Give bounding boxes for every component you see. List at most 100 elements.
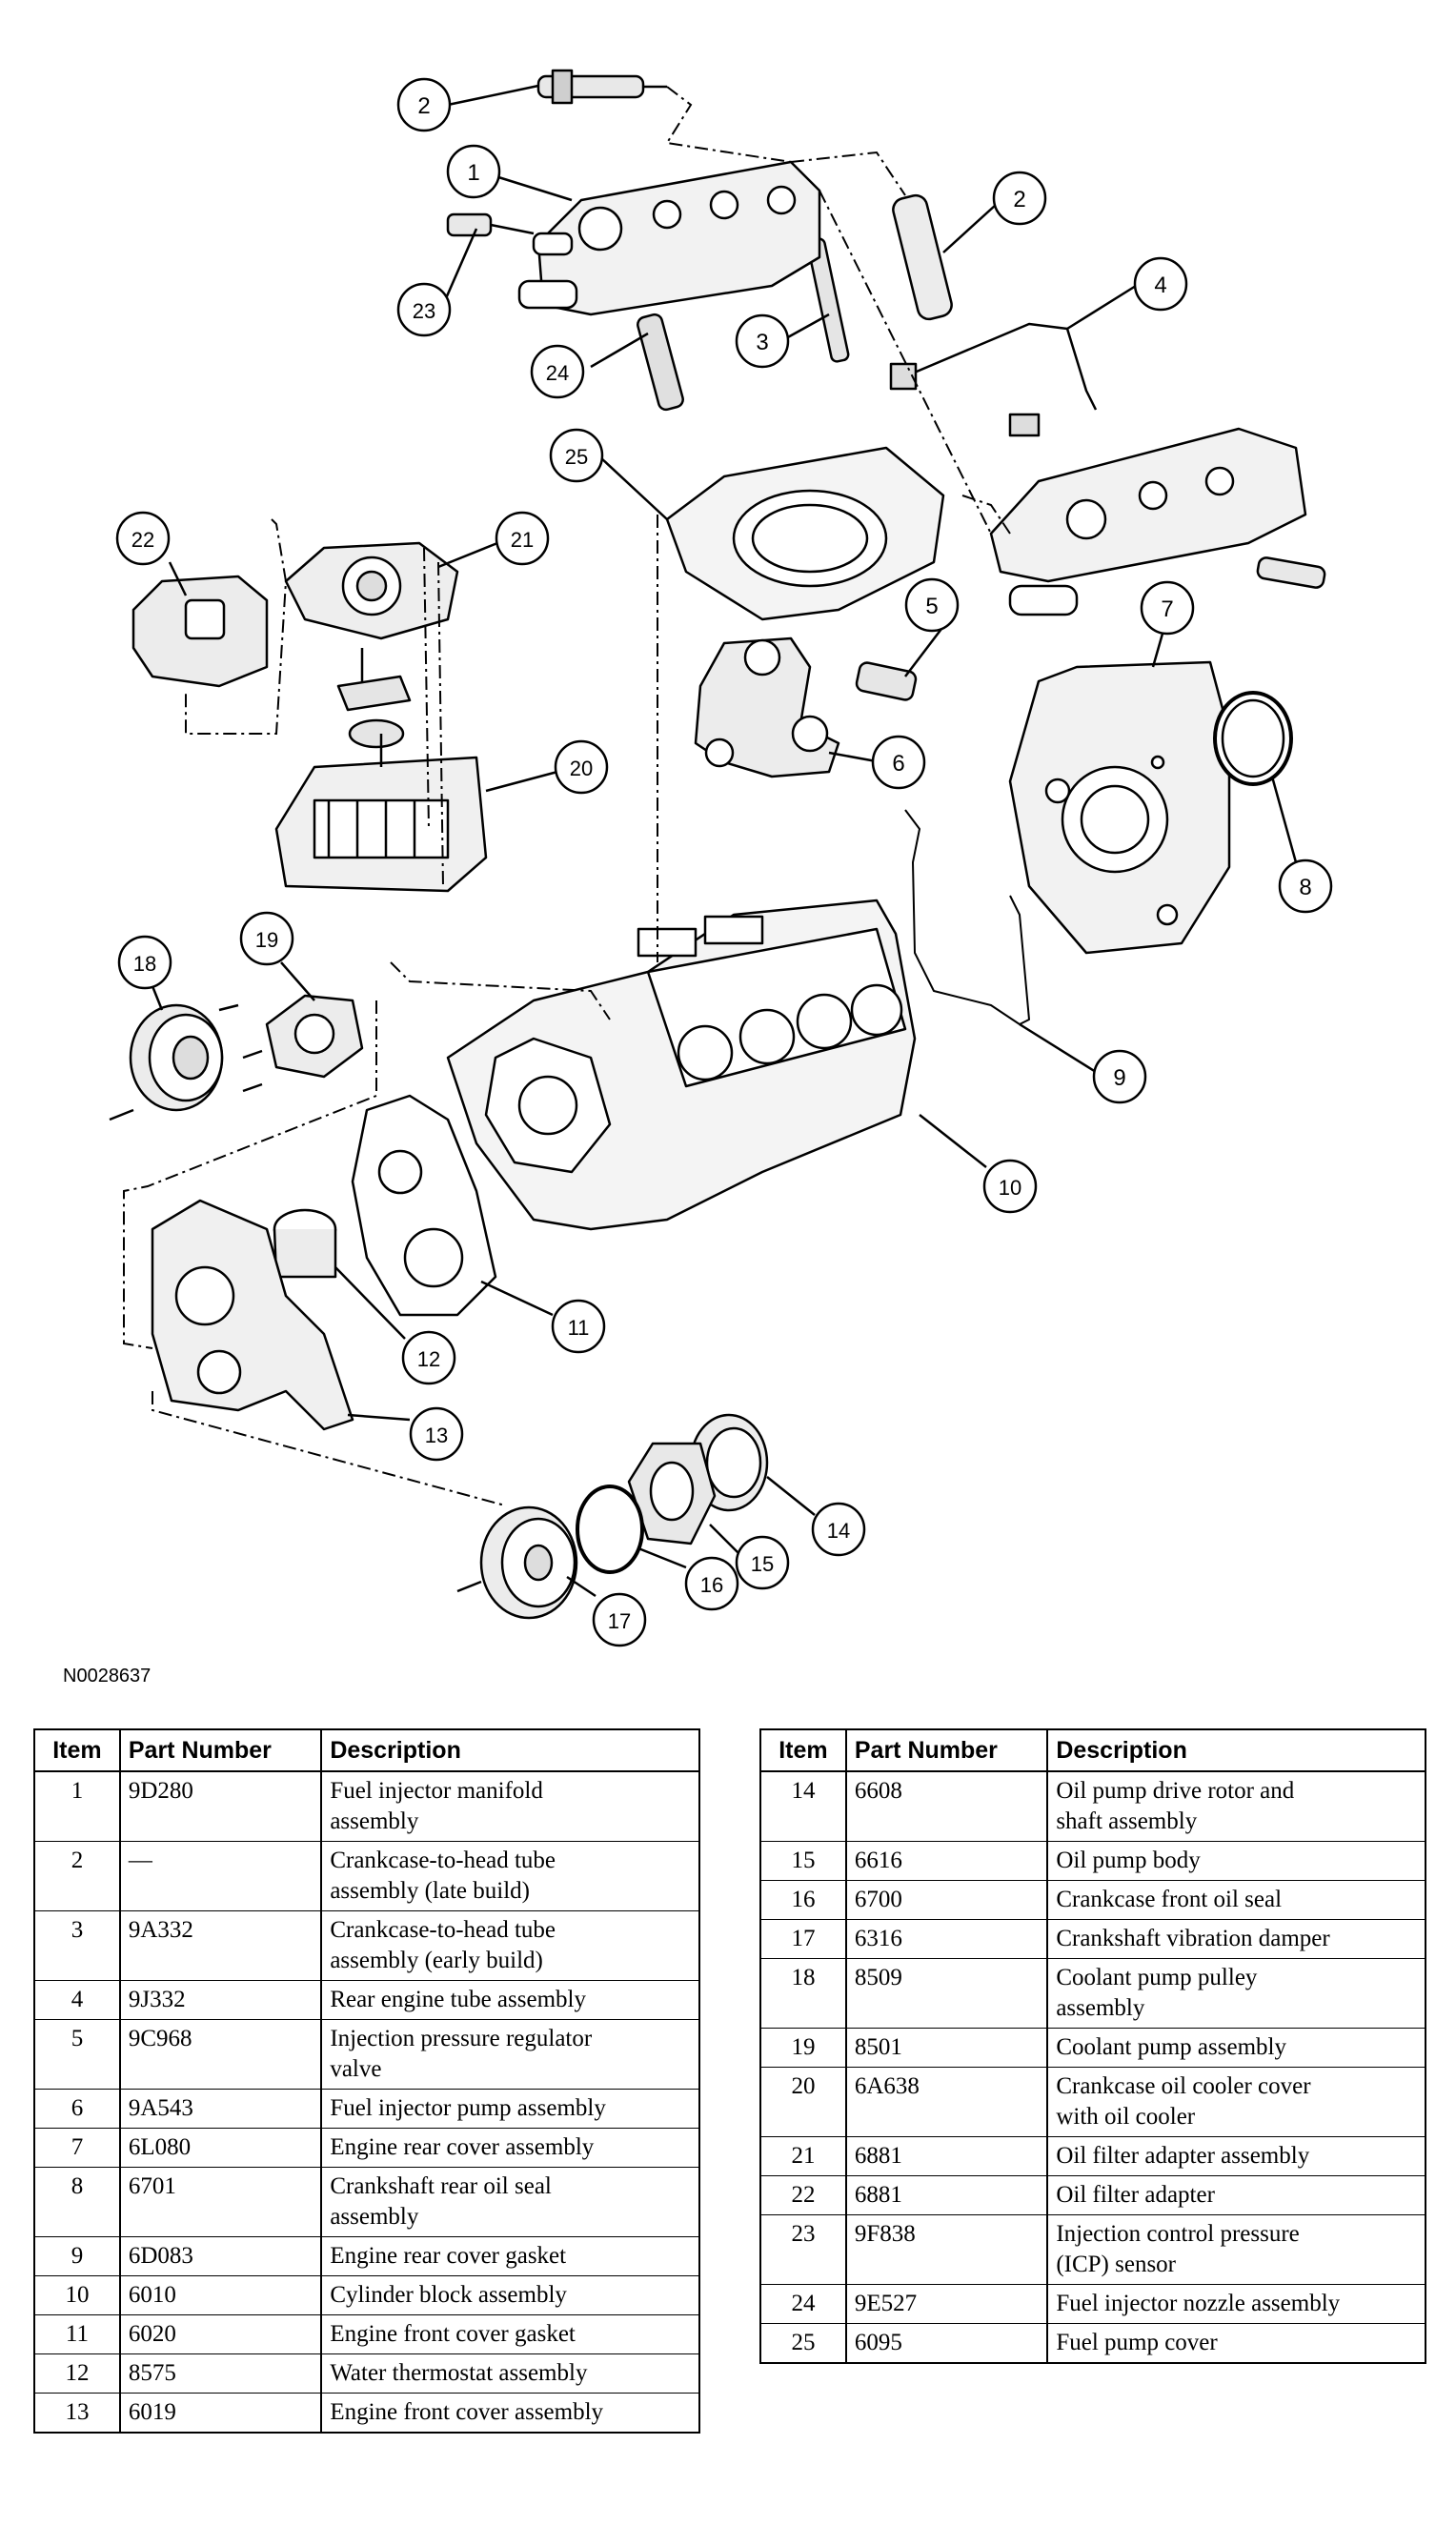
description-line: Engine front cover gasket bbox=[330, 2321, 576, 2347]
description-line: with oil cooler bbox=[1056, 2104, 1196, 2130]
description-line: Fuel pump cover bbox=[1056, 2330, 1218, 2355]
cell-item: 16 bbox=[759, 1880, 847, 1920]
svg-text:11: 11 bbox=[568, 1316, 590, 1340]
cell-description: Water thermostat assembly bbox=[320, 2353, 700, 2394]
description-line: (ICP) sensor bbox=[1056, 2252, 1176, 2277]
svg-text:4: 4 bbox=[1154, 273, 1166, 298]
description-line: assembly bbox=[330, 2204, 419, 2230]
description-line: Injection control pressure bbox=[1056, 2221, 1300, 2247]
coolant-pump-pulley-part bbox=[109, 1003, 263, 1121]
description-line: Coolant pump assembly bbox=[1056, 2034, 1286, 2060]
cell-part-number: 9A543 bbox=[118, 2089, 323, 2129]
description-line: Crankcase front oil seal bbox=[1056, 1887, 1283, 1912]
cell-item: 21 bbox=[759, 2136, 847, 2176]
leader-line bbox=[785, 313, 830, 340]
svg-text:9: 9 bbox=[1113, 1065, 1125, 1091]
svg-text:20: 20 bbox=[570, 757, 593, 780]
svg-text:19: 19 bbox=[255, 928, 278, 952]
cell-item: 15 bbox=[759, 1841, 847, 1881]
fuel-injector-pump-part bbox=[694, 636, 840, 778]
cell-item: 1 bbox=[33, 1770, 121, 1842]
callout-20: 20 bbox=[554, 739, 609, 795]
injection-pressure-regulator-part bbox=[855, 661, 918, 701]
description-line: Oil pump drive rotor and bbox=[1056, 1778, 1295, 1804]
svg-text:2: 2 bbox=[1013, 187, 1025, 212]
cell-item: 3 bbox=[33, 1910, 121, 1981]
leader-line bbox=[590, 332, 649, 369]
crankshaft-rear-oil-seal-part bbox=[1213, 691, 1293, 786]
cell-description: Fuel injector nozzle assembly bbox=[1046, 2284, 1426, 2324]
oil-filter-adapter-assembly-part bbox=[284, 541, 459, 749]
cell-part-number: 8509 bbox=[844, 1958, 1049, 2029]
leader-line bbox=[1151, 633, 1164, 668]
callout-16: 16 bbox=[684, 1556, 739, 1611]
header-description: Description bbox=[1046, 1728, 1426, 1772]
cell-description: Coolant pump assembly bbox=[1046, 2028, 1426, 2068]
description-line: Rear engine tube assembly bbox=[330, 1987, 586, 2012]
callout-10: 10 bbox=[982, 1159, 1038, 1214]
cell-part-number: 6019 bbox=[118, 2393, 323, 2434]
leader-line bbox=[942, 204, 997, 253]
svg-text:12: 12 bbox=[417, 1347, 440, 1371]
description-line: Crankcase-to-head tube bbox=[330, 1848, 556, 1873]
header-item: Item bbox=[759, 1728, 847, 1772]
fuel-injector-nozzle-part bbox=[637, 313, 684, 412]
svg-text:7: 7 bbox=[1161, 596, 1173, 622]
phantom-line bbox=[423, 547, 430, 830]
phantom-line bbox=[123, 1000, 377, 1349]
callout-9: 9 bbox=[1092, 1049, 1147, 1104]
callout-5: 5 bbox=[904, 577, 960, 633]
cell-item: 2 bbox=[33, 1841, 121, 1911]
svg-text:2: 2 bbox=[417, 93, 430, 119]
callout-18: 18 bbox=[117, 935, 172, 990]
svg-text:8: 8 bbox=[1299, 875, 1311, 900]
description-line: Oil filter adapter bbox=[1056, 2182, 1215, 2208]
callout-11: 11 bbox=[551, 1299, 606, 1354]
svg-text:6: 6 bbox=[892, 751, 904, 777]
phantom-line bbox=[819, 190, 992, 535]
cell-description: Engine front cover assembly bbox=[320, 2393, 700, 2434]
svg-text:1: 1 bbox=[467, 160, 479, 186]
svg-text:15: 15 bbox=[751, 1552, 774, 1576]
cell-part-number: 6A638 bbox=[844, 2067, 1049, 2137]
cell-item: 6 bbox=[33, 2089, 121, 2129]
cell-item: 5 bbox=[33, 2019, 121, 2090]
svg-text:10: 10 bbox=[999, 1176, 1021, 1200]
description-line: Crankshaft vibration damper bbox=[1056, 1926, 1330, 1951]
description-line: Engine rear cover gasket bbox=[330, 2243, 567, 2269]
engine-front-cover-gasket-part bbox=[351, 1094, 497, 1317]
phantom-line bbox=[390, 961, 611, 1020]
callout-25: 25 bbox=[549, 428, 604, 483]
cell-part-number: 6095 bbox=[844, 2323, 1049, 2364]
svg-text:23: 23 bbox=[413, 299, 435, 323]
cell-item: 23 bbox=[759, 2214, 847, 2285]
callout-3: 3 bbox=[735, 313, 790, 369]
cell-item: 19 bbox=[759, 2028, 847, 2068]
crankcase-head-tube-part bbox=[536, 69, 667, 105]
callout-21: 21 bbox=[495, 511, 550, 566]
svg-text:14: 14 bbox=[827, 1519, 850, 1543]
cell-item: 24 bbox=[759, 2284, 847, 2324]
description-line: valve bbox=[330, 2056, 382, 2082]
cell-part-number: 6616 bbox=[844, 1841, 1049, 1881]
crankcase-head-tube-part bbox=[892, 193, 953, 321]
description-line: Engine front cover assembly bbox=[330, 2399, 604, 2425]
